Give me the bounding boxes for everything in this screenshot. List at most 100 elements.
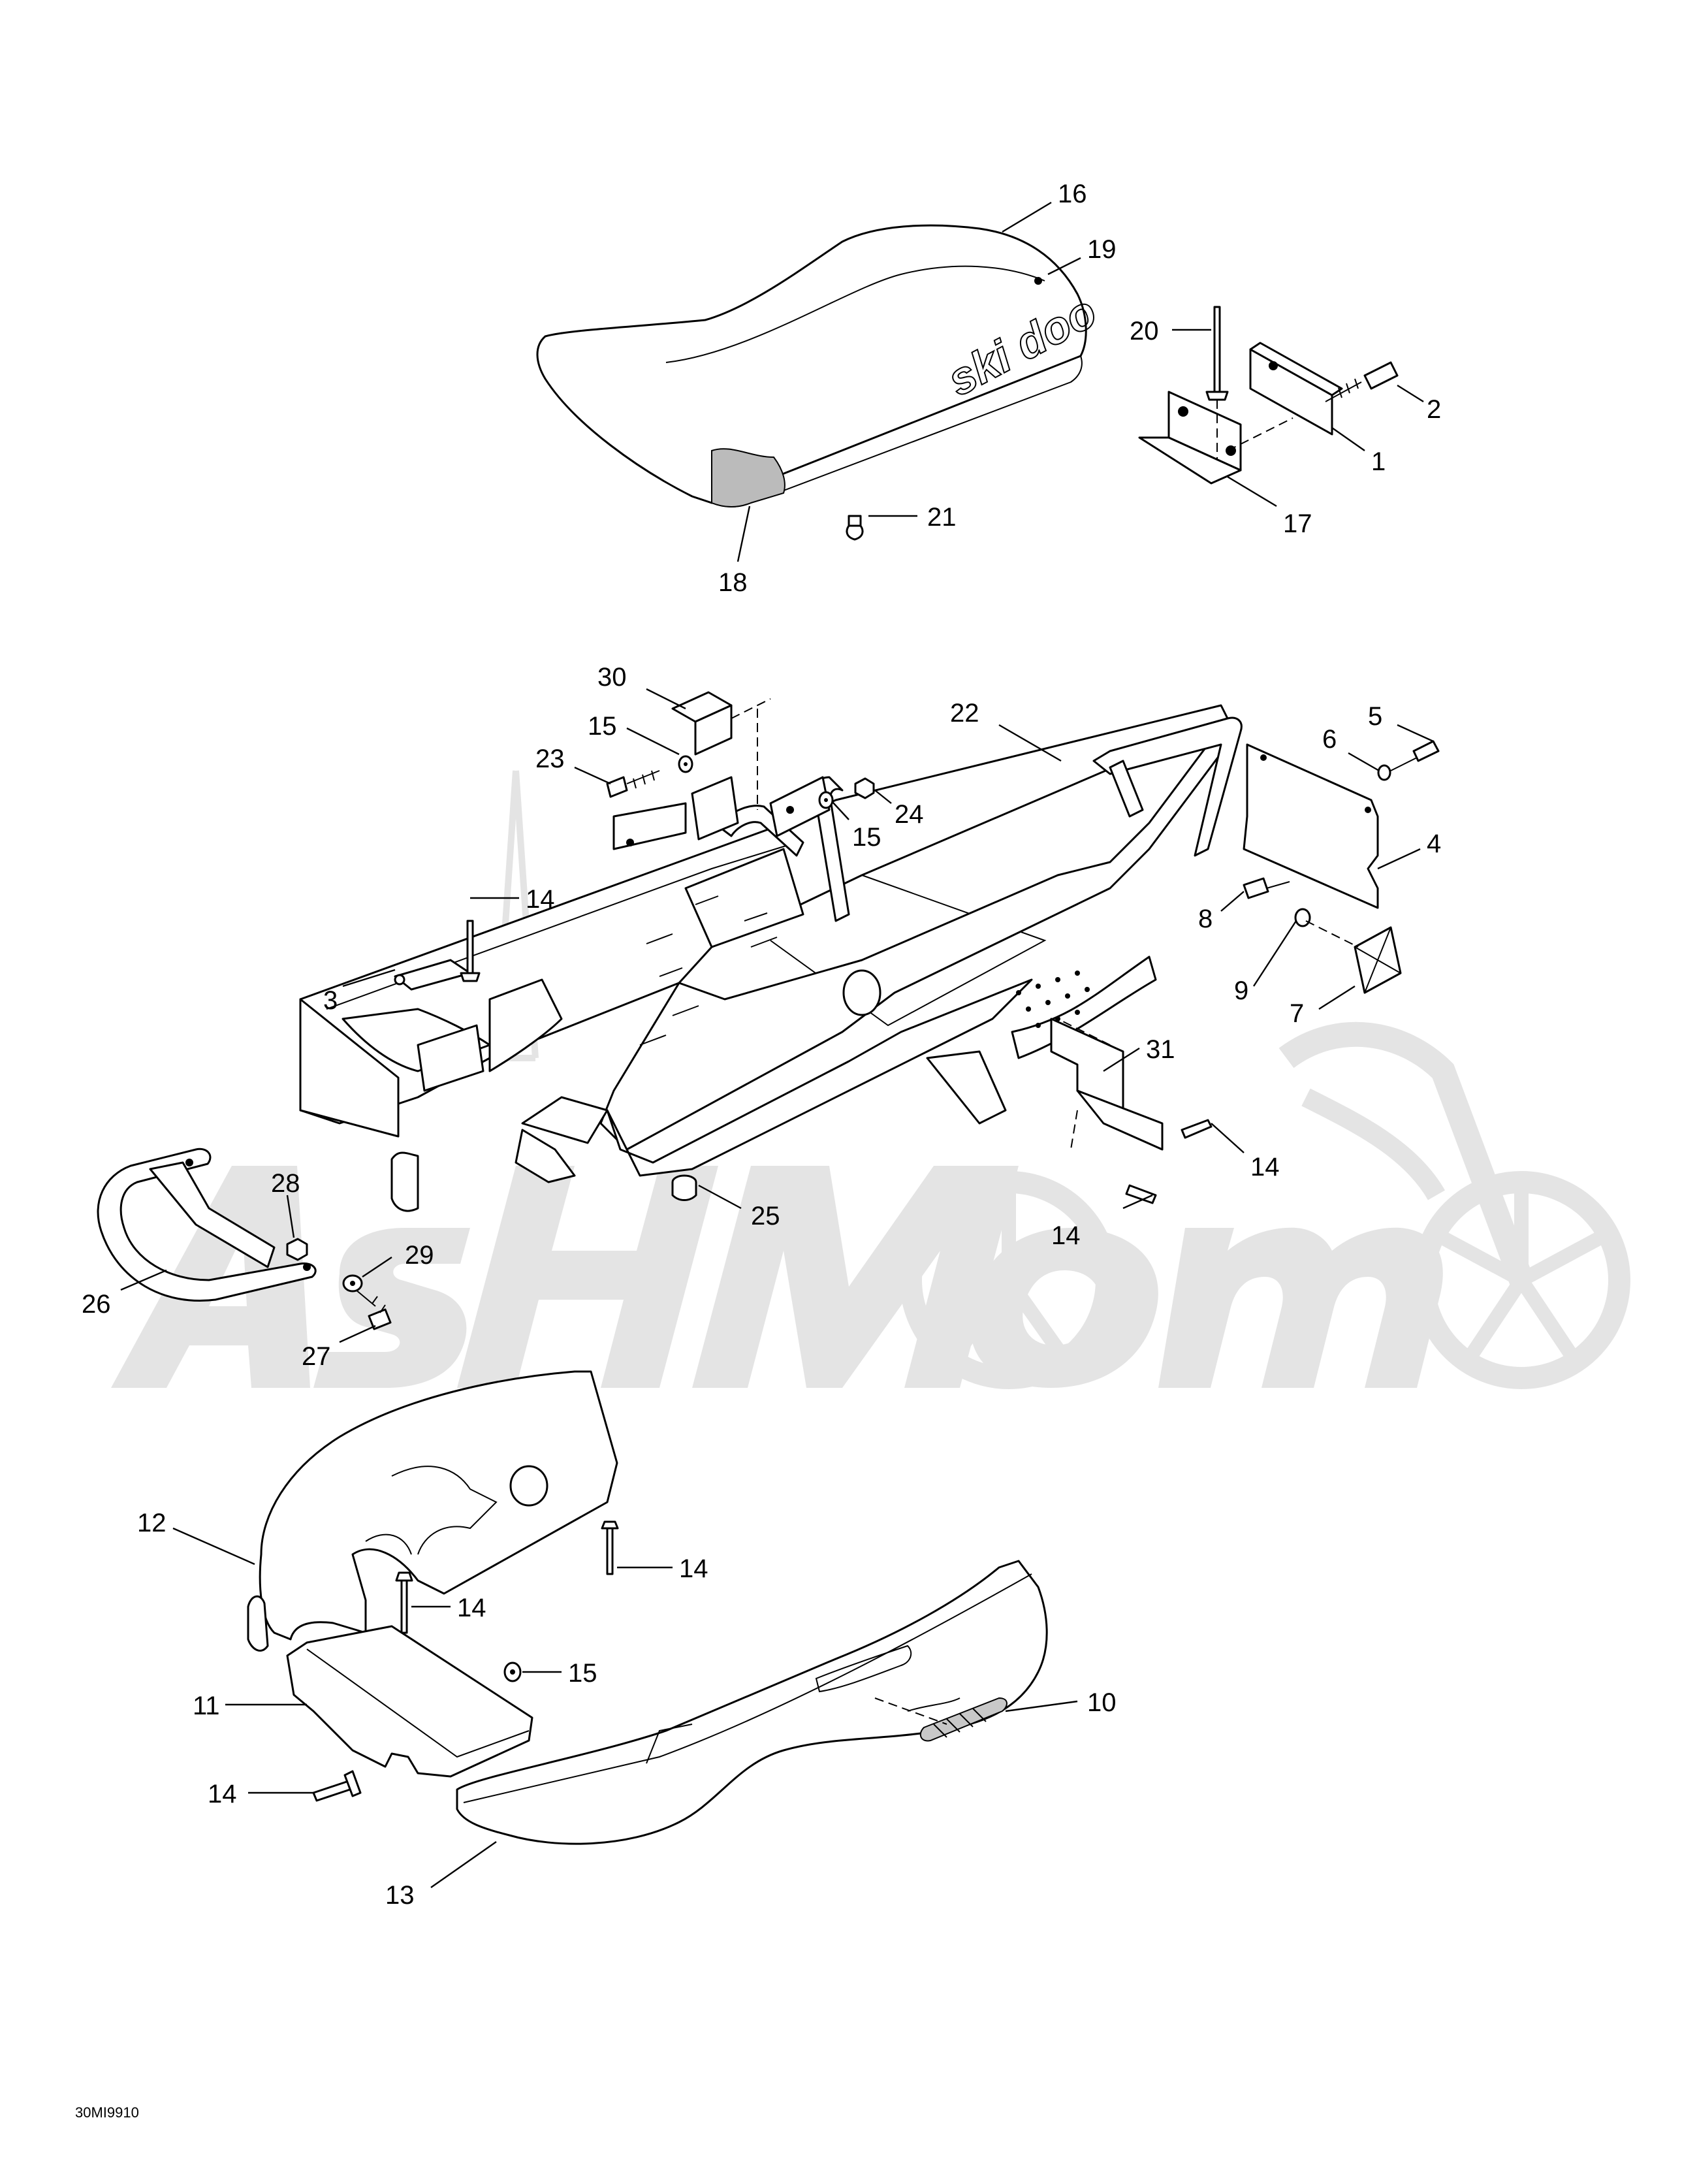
tunnel-frame-22	[299, 704, 1229, 1212]
side-panel-12	[247, 1370, 618, 1652]
leader-4	[1377, 848, 1421, 870]
callout-1: 1	[1371, 447, 1386, 476]
bolt-23	[606, 770, 660, 798]
bracket-30	[671, 691, 771, 810]
bracket-31	[1050, 1018, 1164, 1151]
callout-28: 28	[271, 1169, 300, 1198]
snow-flap-4	[1243, 743, 1379, 909]
seat-grip-patch	[711, 448, 785, 507]
seat: ski doo	[536, 224, 1105, 507]
washer-15-mid	[818, 791, 834, 809]
leader-14b	[1211, 1123, 1245, 1153]
bolt-27	[355, 1289, 392, 1330]
reflector-7	[1354, 926, 1402, 994]
rivet-14-panel12b	[395, 1571, 413, 1634]
assembly-line-10	[874, 1697, 947, 1725]
bolt-8	[1243, 877, 1290, 899]
leader-19	[1047, 257, 1081, 276]
leader-18	[737, 506, 751, 562]
bolt-5	[1390, 740, 1440, 771]
callout-22: 22	[950, 699, 979, 728]
callout-26: 26	[82, 1290, 111, 1319]
leader-8	[1220, 891, 1245, 912]
nut-28	[286, 1238, 308, 1261]
callout-15a: 15	[588, 712, 617, 741]
leader-27	[339, 1325, 376, 1343]
leader-31	[1103, 1047, 1140, 1072]
callout-10: 10	[1087, 1688, 1117, 1717]
leader-24	[874, 790, 892, 804]
rivet-14-upper	[460, 920, 481, 982]
washer-15-top	[678, 755, 693, 773]
callout-29: 29	[405, 1241, 434, 1270]
leader-17	[1227, 475, 1277, 507]
nut-24	[854, 777, 875, 799]
callout-14d: 14	[679, 1554, 708, 1583]
seat-contour-line	[665, 265, 1045, 363]
callout-3: 3	[323, 986, 338, 1015]
callout-11: 11	[193, 1692, 220, 1720]
tunnel-port-hole	[842, 969, 881, 1016]
skid-plate-11	[286, 1625, 533, 1778]
grommet-25	[671, 1174, 697, 1201]
callout-6: 6	[1322, 725, 1337, 754]
callout-15b: 15	[852, 823, 881, 852]
bolt-2	[1325, 361, 1399, 402]
leader-5	[1397, 724, 1434, 743]
callout-20: 20	[1130, 317, 1159, 345]
tunnel-slots	[639, 895, 778, 1046]
leader-9	[1252, 920, 1297, 987]
leader-10	[1005, 1700, 1078, 1712]
leader-15b	[832, 801, 849, 820]
leader-26	[120, 1269, 167, 1291]
leader-30	[646, 688, 686, 710]
callout-14c: 14	[1051, 1221, 1081, 1250]
callout-30: 30	[597, 663, 627, 692]
rivet-20	[1205, 306, 1229, 460]
callout-14b: 14	[1250, 1153, 1280, 1181]
callout-24: 24	[895, 800, 924, 829]
drawing-code: 30MI9910	[75, 2104, 139, 2121]
rivet-14-31b	[1125, 1184, 1157, 1204]
washer-6	[1377, 764, 1391, 781]
assembly-line-7	[1305, 920, 1359, 948]
leader-23	[574, 766, 611, 785]
callout-8: 8	[1198, 905, 1213, 933]
callout-27: 27	[302, 1342, 331, 1371]
callout-23: 23	[535, 745, 565, 773]
leader-13	[430, 1841, 497, 1888]
callout-7: 7	[1290, 999, 1304, 1028]
callout-17: 17	[1283, 509, 1312, 538]
callout-4: 4	[1427, 829, 1441, 858]
rivet-14-31a	[1181, 1119, 1213, 1139]
watermark	[111, 770, 1630, 1389]
seat-body	[536, 224, 1087, 504]
leader-2	[1397, 384, 1424, 403]
callout-2: 2	[1427, 395, 1441, 424]
washer-15-lower	[503, 1662, 522, 1682]
callout-16: 16	[1058, 180, 1087, 208]
callout-14f: 14	[208, 1780, 237, 1808]
rear-support-bracket	[612, 776, 850, 922]
watermark-text	[111, 1166, 1443, 1388]
leader-6	[1348, 752, 1380, 772]
callout-15c: 15	[568, 1659, 597, 1688]
screw-21	[846, 515, 864, 541]
leader-12	[172, 1527, 255, 1566]
bracket-1	[1249, 342, 1343, 436]
leader-25	[698, 1184, 742, 1210]
leader-1	[1331, 427, 1365, 451]
callouts: 1 2 3 4 5 6 7 8 9 10 11 12 13 14 14 14 1…	[82, 180, 1441, 1910]
bracket-17	[1138, 391, 1293, 485]
leader-28	[286, 1195, 295, 1238]
bumper-26	[97, 1148, 317, 1302]
rear-rack	[1092, 716, 1243, 857]
reflector-10	[919, 1697, 1008, 1742]
callout-9: 9	[1234, 976, 1248, 1005]
leader-3	[342, 969, 396, 988]
leader-29	[362, 1257, 392, 1277]
belly-pan-13	[456, 1560, 1048, 1845]
leader-7	[1318, 985, 1356, 1010]
callout-14e: 14	[457, 1594, 486, 1622]
